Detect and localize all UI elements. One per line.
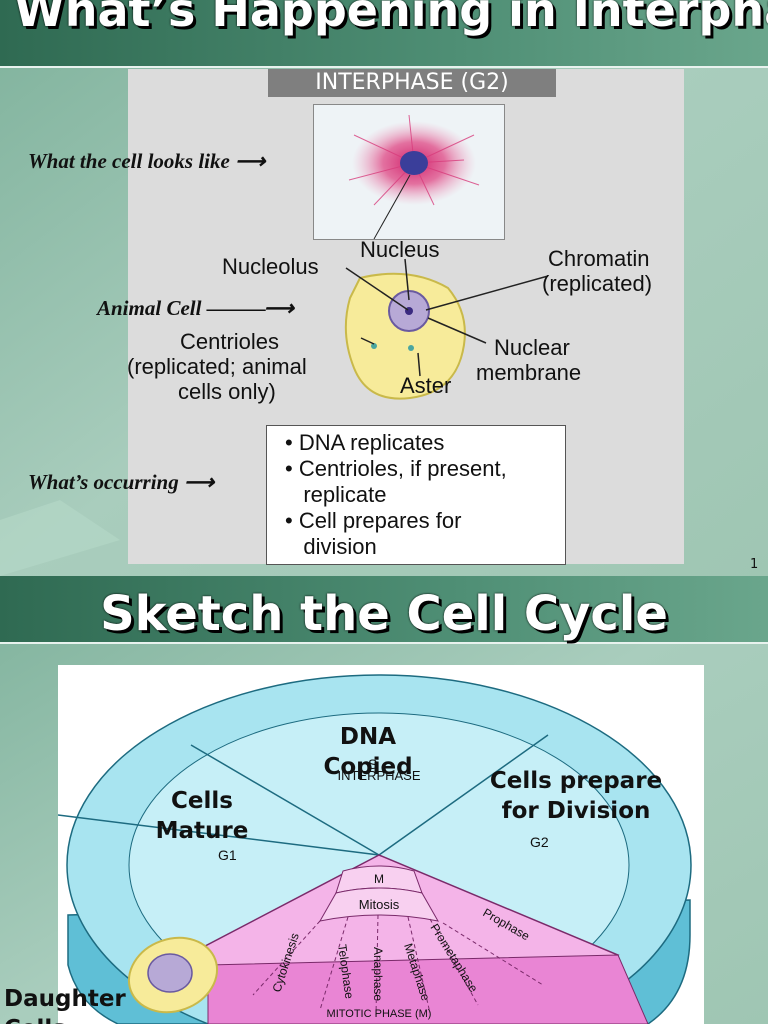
s-phase-label: S bbox=[368, 756, 378, 772]
label-centrioles: Centrioles bbox=[180, 329, 280, 354]
label-nucleolus: Nucleolus bbox=[222, 254, 319, 279]
label-nucleus: Nucleus bbox=[360, 237, 440, 262]
arrow-right-icon: ⟶ bbox=[235, 149, 266, 173]
mitosis-label: Mitosis bbox=[359, 897, 400, 912]
g2-phase-label: G2 bbox=[530, 834, 549, 850]
arrow-right-icon: ———⟶ bbox=[206, 296, 294, 320]
slide-title: Sketch the Cell Cycle bbox=[100, 586, 668, 642]
g2-phase-text: Cells prepare for Division bbox=[489, 768, 663, 824]
daughter-cells-label: Daughter Cells bbox=[4, 986, 126, 1024]
slide-title: What’s Happening in Interphase? bbox=[14, 0, 768, 37]
ring-label: INTERPHASE bbox=[337, 768, 420, 783]
label-centrioles-detail: (replicated; animal bbox=[127, 354, 307, 379]
micrograph bbox=[313, 104, 505, 240]
label-nuclear-membrane: membrane bbox=[476, 360, 582, 385]
title-underline bbox=[0, 66, 768, 68]
label-chromatin-replicated: (replicated) bbox=[542, 271, 653, 296]
occurring-list: • DNA replicates • Centrioles, if presen… bbox=[266, 425, 566, 565]
g1-phase-label: G1 bbox=[218, 847, 237, 863]
title-underline bbox=[0, 642, 768, 644]
cell-cycle-diagram: INTERPHASE M Mitosis Cytokinesis Telopha… bbox=[58, 674, 692, 1024]
mitotic-phase-label: MITOTIC PHASE (M) bbox=[327, 1008, 432, 1020]
label-aster: Aster bbox=[400, 373, 452, 398]
figure-title: INTERPHASE (G2) bbox=[268, 69, 556, 97]
phase-anaphase: Anaphase bbox=[371, 947, 385, 1001]
page-number: 1 bbox=[750, 557, 759, 572]
list-item: replicate bbox=[285, 482, 387, 507]
slide-interphase: What’s Happening in Interphase? INTERPHA… bbox=[0, 0, 768, 576]
list-item: • DNA replicates bbox=[285, 430, 445, 455]
label-nuclear: Nuclear bbox=[494, 335, 570, 360]
list-item: division bbox=[285, 534, 377, 559]
note-animal-cell: Animal Cell ———⟶ bbox=[97, 296, 294, 320]
slide-cell-cycle: Sketch the Cell Cycle INTERPHASE bbox=[0, 576, 768, 1024]
s-phase-text: DNA Copied bbox=[323, 724, 413, 780]
list-item: • Centrioles, if present, bbox=[285, 456, 507, 481]
arrow-right-icon: ⟶ bbox=[183, 470, 215, 494]
m-label: M bbox=[374, 872, 384, 886]
animal-cell-diagram bbox=[344, 258, 549, 400]
label-chromatin: Chromatin bbox=[548, 246, 650, 271]
note-cell-looks: What the cell looks like ⟶ bbox=[28, 149, 266, 173]
list-item: • Cell prepares for bbox=[285, 508, 462, 533]
g1-phase-text: Cells Mature bbox=[155, 788, 249, 844]
stained-cell-image bbox=[314, 105, 504, 239]
note-occurring: What’s occurring ⟶ bbox=[28, 470, 215, 494]
label-centrioles-note: cells only) bbox=[178, 379, 276, 404]
